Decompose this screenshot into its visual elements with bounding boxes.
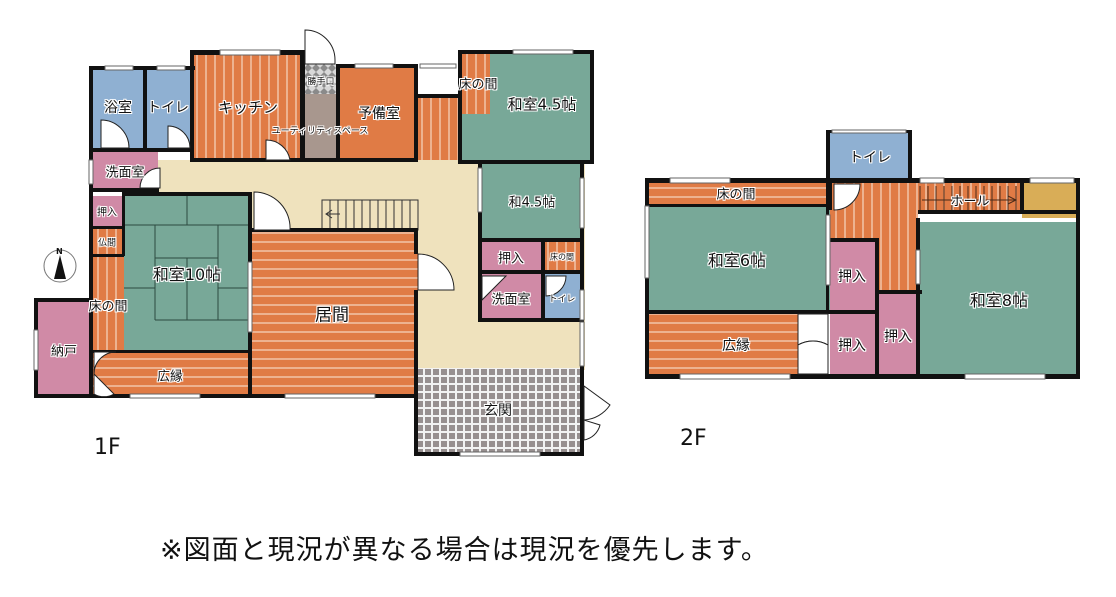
room-label-spare-room: 予備室 (358, 106, 400, 122)
room-label-oshiire-a: 押入 (838, 269, 866, 285)
room-label-utility: ユーティリティスペース (271, 126, 369, 137)
room-label-washitsu-4-5: 和室4.5帖 (507, 95, 577, 114)
room-label-wa-4-5: 和4.5帖 (508, 195, 556, 211)
room-label-toilet: トイレ (147, 100, 189, 116)
room-label-oshiire-left: 押入 (97, 207, 117, 219)
room-label-washitsu-6: 和室6帖 (707, 251, 767, 270)
room-label-oshiire-right: 押入 (497, 251, 525, 267)
room-label-tokonoma-small: 床の間 (550, 252, 574, 262)
room-label-nando: 納戸 (50, 344, 78, 360)
room-label-hall: ホール (950, 194, 990, 210)
floor-label-1f: 1F (94, 435, 121, 460)
room-label-butsuma: 仏間 (97, 238, 117, 249)
room-label-back-door: 勝手口 (307, 77, 335, 88)
room-label-washitsu-8: 和室8帖 (969, 291, 1029, 310)
room-label-toilet-2f: トイレ (849, 150, 891, 166)
room-label-oshiire-b: 押入 (838, 338, 866, 354)
room-label-washitsu-10: 和室10帖 (152, 265, 222, 284)
north-label: N (56, 247, 63, 256)
room-label-washroom-right: 洗面室 (491, 292, 531, 308)
room-label-washroom-left: 洗面室 (105, 165, 145, 181)
room-label-bath: 浴室 (104, 100, 132, 116)
room-label-hiroen-1f: 広縁 (156, 369, 184, 385)
compass-icon: N (43, 247, 77, 283)
room-label-tokonoma-2f: 床の間 (716, 187, 756, 203)
room-label-kitchen: キッチン (217, 98, 279, 117)
disclaimer-note: ※図面と現況が異なる場合は現況を優先します。 (160, 535, 769, 566)
room-label-oshiire-c: 押入 (884, 329, 912, 345)
floor-label-2f: 2F (680, 426, 707, 451)
room-label-entrance: 玄関 (484, 403, 512, 419)
room-label-hiroen-2f: 広縁 (722, 338, 750, 354)
room-label-toilet-small: トイレ (548, 294, 576, 305)
room-label-living: 居間 (315, 305, 349, 326)
room-label-tokonoma-top: 床の間 (458, 77, 498, 93)
room-label-tokonoma-left: 床の間 (88, 299, 128, 315)
